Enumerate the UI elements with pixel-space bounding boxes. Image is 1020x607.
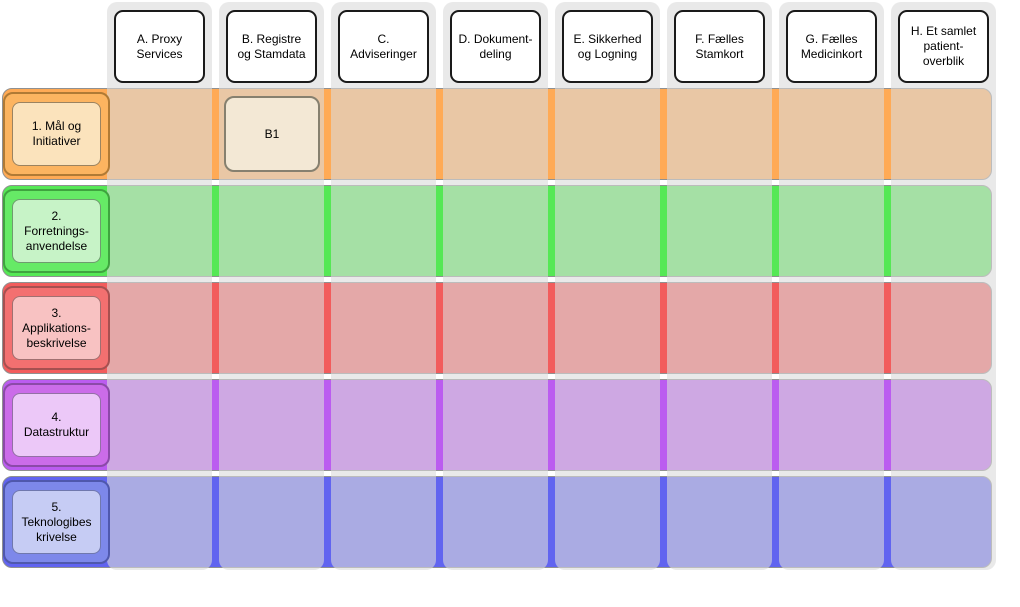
- column-header-label: F. Fælles Stamkort: [695, 31, 744, 61]
- row-header-teknologibeskrivelse[interactable]: 5. Teknologibes krivelse: [3, 480, 110, 564]
- column-lane-h: [891, 2, 996, 570]
- column-lane-a: [107, 2, 212, 570]
- column-lane-e: [555, 2, 660, 570]
- column-header-label: G. Fælles Medicinkort: [800, 31, 863, 61]
- column-lane-b: [219, 2, 324, 570]
- column-header-label: H. Et samlet patient-overblik: [910, 24, 977, 68]
- row-header-label: 4. Datastruktur: [23, 410, 90, 439]
- row-header-inner-box: 5. Teknologibes krivelse: [12, 490, 101, 554]
- column-header-label: C. Adviseringer: [350, 31, 417, 61]
- column-header-adviseringer[interactable]: C. Adviseringer: [338, 10, 429, 83]
- column-lane-c: [331, 2, 436, 570]
- cell-node-b1[interactable]: B1: [224, 96, 320, 172]
- row-header-label: 2. Forretnings-anvendelse: [24, 208, 89, 253]
- column-header-label: B. Registre og Stamdata: [237, 31, 306, 61]
- row-header-label: 1. Mål og Initiativer: [31, 119, 82, 148]
- column-lane-g: [779, 2, 884, 570]
- row-header-inner-box: 1. Mål og Initiativer: [12, 102, 101, 166]
- column-header-registre-og-stamdata[interactable]: B. Registre og Stamdata: [226, 10, 317, 83]
- row-header-label: 5. Teknologibes krivelse: [21, 499, 92, 544]
- row-header-datastruktur[interactable]: 4. Datastruktur: [3, 383, 110, 467]
- row-header-inner-box: 4. Datastruktur: [12, 393, 101, 457]
- row-header-maal-og-initiativer[interactable]: 1. Mål og Initiativer: [3, 92, 110, 176]
- column-header-proxy-services[interactable]: A. Proxy Services: [114, 10, 205, 83]
- row-header-inner-box: 2. Forretnings-anvendelse: [12, 199, 101, 263]
- column-header-label: D. Dokument-deling: [458, 31, 533, 61]
- column-lane-f: [667, 2, 772, 570]
- column-lane-d: [443, 2, 548, 570]
- column-header-label: E. Sikkerhed og Logning: [573, 31, 642, 61]
- column-header-label: A. Proxy Services: [136, 31, 183, 61]
- column-header-dokumentdeling[interactable]: D. Dokument-deling: [450, 10, 541, 83]
- row-header-inner-box: 3. Applikations-beskrivelse: [12, 296, 101, 360]
- row-header-applikationsbeskrivelse[interactable]: 3. Applikations-beskrivelse: [3, 286, 110, 370]
- row-header-label: 3. Applikations-beskrivelse: [22, 305, 91, 350]
- column-header-et-samlet-patientoverblik[interactable]: H. Et samlet patient-overblik: [898, 10, 989, 83]
- column-header-faelles-medicinkort[interactable]: G. Fælles Medicinkort: [786, 10, 877, 83]
- cell-node-label: B1: [264, 127, 280, 141]
- column-header-faelles-stamkort[interactable]: F. Fælles Stamkort: [674, 10, 765, 83]
- row-header-forretningsanvendelse[interactable]: 2. Forretnings-anvendelse: [3, 189, 110, 273]
- column-header-sikkerhed-og-logning[interactable]: E. Sikkerhed og Logning: [562, 10, 653, 83]
